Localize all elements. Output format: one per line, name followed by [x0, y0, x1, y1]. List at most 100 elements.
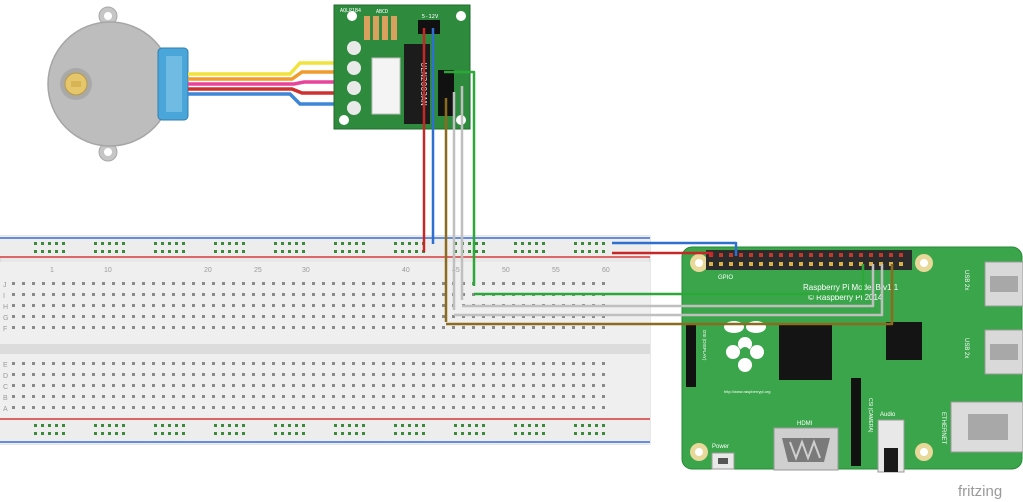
hole: [588, 242, 591, 245]
hole: [235, 432, 238, 435]
hole: [422, 362, 425, 365]
hole: [242, 304, 245, 307]
hole: [528, 242, 531, 245]
hole: [582, 395, 585, 398]
hole: [272, 304, 275, 307]
hole: [422, 326, 425, 329]
hole: [292, 362, 295, 365]
hole: [72, 373, 75, 376]
hole: [152, 293, 155, 296]
hole: [799, 253, 803, 257]
hole: [52, 362, 55, 365]
hole: [132, 293, 135, 296]
hole: [472, 362, 475, 365]
hole: [242, 373, 245, 376]
usb-label: USB 2x: [963, 338, 969, 358]
hole: [282, 373, 285, 376]
hole: [468, 424, 471, 427]
hole: [482, 242, 485, 245]
hole: [142, 362, 145, 365]
hole: [62, 373, 65, 376]
hole: [262, 373, 265, 376]
hole: [48, 250, 51, 253]
hole: [292, 293, 295, 296]
hole: [392, 373, 395, 376]
hole: [221, 250, 224, 253]
hole: [22, 395, 25, 398]
hole: [602, 406, 605, 409]
hole: [475, 242, 478, 245]
hole: [82, 304, 85, 307]
hole: [108, 242, 111, 245]
hole: [22, 384, 25, 387]
hole: [102, 362, 105, 365]
hole: [212, 293, 215, 296]
hole: [452, 362, 455, 365]
hole: [222, 293, 225, 296]
hole: [502, 406, 505, 409]
hole: [22, 373, 25, 376]
hole: [461, 424, 464, 427]
hole: [849, 262, 853, 266]
hole: [192, 384, 195, 387]
hole: [62, 242, 65, 245]
hole: [262, 293, 265, 296]
hole: [94, 432, 97, 435]
wire-in4: [444, 70, 476, 286]
hole: [595, 242, 598, 245]
hole: [542, 406, 545, 409]
hole: [432, 395, 435, 398]
hole: [302, 282, 305, 285]
column-number: 10: [104, 267, 112, 274]
bottom-power-rail-holes: [34, 424, 605, 435]
hole: [302, 293, 305, 296]
hole: [242, 326, 245, 329]
hole: [115, 432, 118, 435]
hole: [202, 395, 205, 398]
hole: [412, 406, 415, 409]
raspberry-pi-board: GPIO Raspberry Pi Model B v1.1 © Raspber…: [681, 246, 1023, 473]
hole: [512, 315, 515, 318]
hole: [252, 362, 255, 365]
hole: [401, 242, 404, 245]
hole: [394, 424, 397, 427]
hole: [312, 373, 315, 376]
hole: [182, 406, 185, 409]
hole: [22, 304, 25, 307]
hole: [382, 362, 385, 365]
hole: [214, 250, 217, 253]
hole: [272, 373, 275, 376]
hole: [228, 424, 231, 427]
hole: [514, 250, 517, 253]
hole: [162, 326, 165, 329]
hole: [789, 253, 793, 257]
hole: [52, 384, 55, 387]
hole: [252, 326, 255, 329]
hole: [352, 282, 355, 285]
hole: [192, 395, 195, 398]
hole: [422, 395, 425, 398]
hole: [482, 406, 485, 409]
hole: [472, 406, 475, 409]
hole: [394, 242, 397, 245]
hole: [101, 432, 104, 435]
hole: [92, 282, 95, 285]
hole: [352, 293, 355, 296]
hole: [182, 250, 185, 253]
hole: [341, 432, 344, 435]
hole: [242, 282, 245, 285]
hole: [574, 250, 577, 253]
hole: [34, 250, 37, 253]
hole: [232, 362, 235, 365]
hole: [502, 373, 505, 376]
hole: [302, 304, 305, 307]
hole: [42, 362, 45, 365]
hole: [859, 262, 863, 266]
hole: [154, 432, 157, 435]
supply-label: 5-12V: [422, 14, 439, 20]
hole: [192, 304, 195, 307]
hole: [602, 250, 605, 253]
hole: [312, 362, 315, 365]
hole: [334, 424, 337, 427]
hole: [162, 282, 165, 285]
